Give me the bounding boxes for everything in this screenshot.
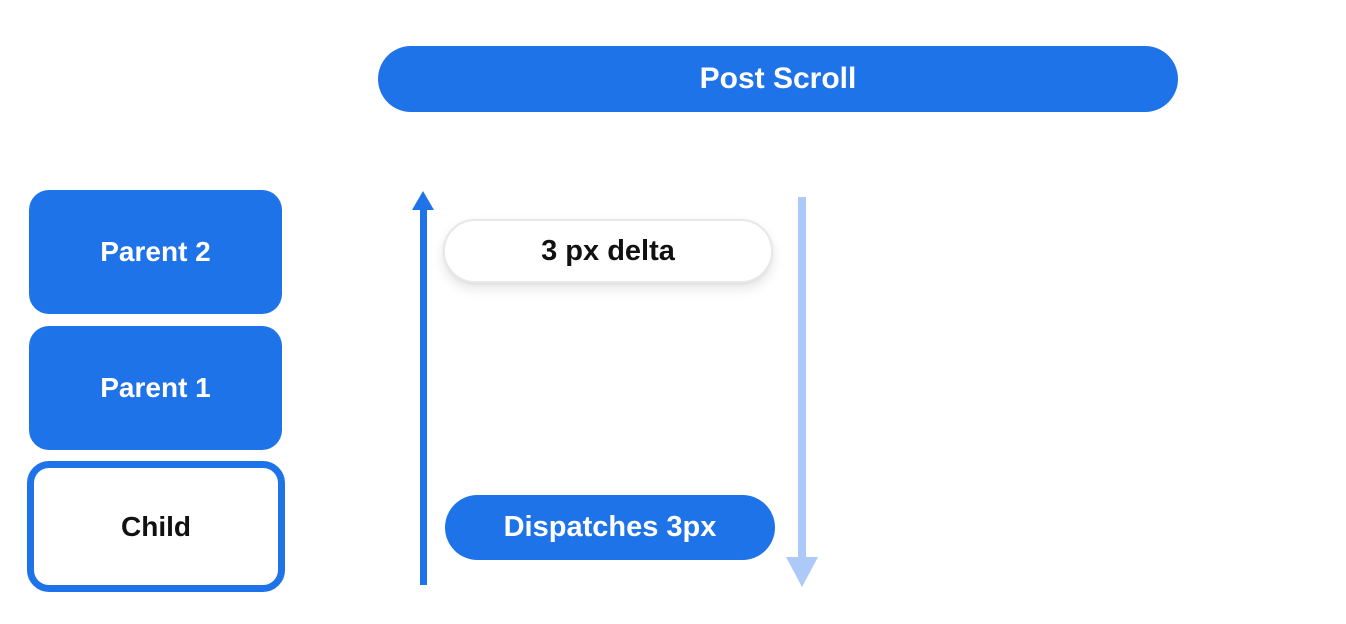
parent-1-box: Parent 1 [29,326,282,450]
dispatches-label: Dispatches 3px [503,511,717,543]
parent-2-box: Parent 2 [29,190,282,314]
child-box: Child [27,461,285,592]
arrow-down-head [786,557,818,587]
child-label: Child [121,510,191,542]
parent-2-label: Parent 2 [100,236,211,267]
delta-label: 3 px delta [541,234,675,267]
dispatches-pill: Dispatches 3px [445,495,775,560]
post-scroll-label: Post Scroll [699,62,857,95]
post-scroll-banner: Post Scroll [378,46,1178,112]
arrow-up-head [412,191,434,210]
arrow-down-shaft [798,197,806,558]
arrow-up-shaft [420,208,427,585]
delta-pill: 3 px delta [443,219,773,283]
parent-1-label: Parent 1 [100,372,211,403]
